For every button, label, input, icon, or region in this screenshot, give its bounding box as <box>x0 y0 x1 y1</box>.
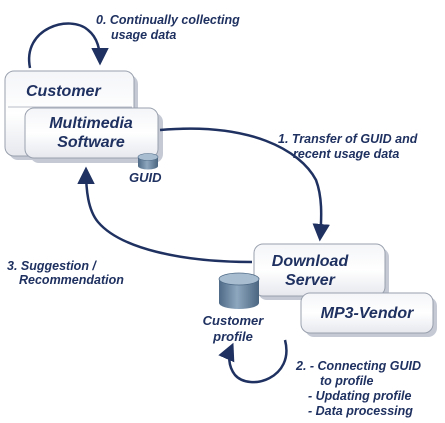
step2-line3: - Updating profile <box>308 389 412 403</box>
guid-database: GUID <box>129 153 162 185</box>
step0-loop-arrow <box>27 22 109 69</box>
step3-caption: 3. Suggestion / Recommendation <box>7 259 124 287</box>
download-label: Download <box>272 253 350 270</box>
step1-line2: recent usage data <box>293 147 399 161</box>
multimedia-label: Multimedia <box>49 115 133 132</box>
mp3-vendor-label: MP3-Vendor <box>321 305 415 322</box>
step3-line2: Recommendation <box>19 273 124 287</box>
step0-line1: 0. Continually collecting <box>96 13 240 27</box>
profile-label-line1: Customer <box>203 313 265 328</box>
customer-profile-database: Customer profile <box>203 272 265 344</box>
database-cylinder-icon <box>218 272 260 309</box>
step2-line4: - Data processing <box>308 404 413 418</box>
step2-loop-arrow <box>218 339 288 384</box>
step3-arrow <box>77 166 253 264</box>
software-label: Software <box>57 134 125 151</box>
step2-line2: to profile <box>320 374 374 388</box>
step0-caption: 0. Continually collecting usage data <box>96 13 240 42</box>
multimedia-software-box: Multimedia Software <box>24 107 163 163</box>
customer-label: Customer <box>26 83 101 100</box>
step0-line2: usage data <box>111 28 176 42</box>
profile-label-line2: profile <box>212 329 253 344</box>
database-cylinder-icon <box>137 153 159 170</box>
guid-label: GUID <box>129 170 162 185</box>
step2-caption: 2. - Connecting GUID to profile - Updati… <box>295 359 421 418</box>
step1-line1: 1. Transfer of GUID and <box>278 132 418 146</box>
step1-caption: 1. Transfer of GUID and recent usage dat… <box>278 132 418 161</box>
mp3-vendor-box: MP3-Vendor <box>300 292 437 337</box>
download-server-box: Download Server <box>253 243 389 300</box>
step3-line1: 3. Suggestion / <box>7 259 97 273</box>
step2-line1: 2. - Connecting GUID <box>295 359 421 373</box>
step1-arrow <box>159 127 330 242</box>
server-label: Server <box>285 272 336 289</box>
